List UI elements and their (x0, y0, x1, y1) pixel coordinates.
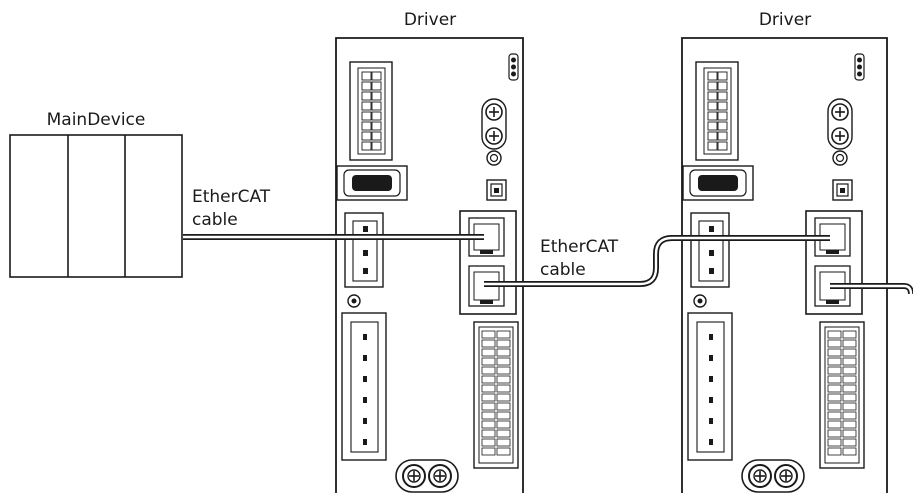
cable-2-label-line1: EtherCAT (540, 237, 619, 257)
driver-2-label: Driver (759, 10, 811, 30)
driver-2: Driver (681, 10, 888, 493)
driver-1-top-connector (349, 61, 393, 161)
ethercat-cable-3 (830, 283, 913, 295)
driver-1-power-connector (341, 312, 387, 461)
driver-2-power-connector (687, 312, 733, 461)
driver-2-rotary-switches (827, 98, 853, 166)
driver-2-ground-screw (693, 294, 707, 308)
driver-2-usb-port (832, 179, 853, 201)
driver-2-status-leds (854, 53, 865, 81)
main-device: MainDevice (9, 110, 183, 278)
driver-2-encoder-connector (682, 165, 754, 201)
main-device-label: MainDevice (47, 110, 146, 130)
driver-1-bottom-screws (395, 459, 459, 493)
driver-1-label: Driver (404, 10, 456, 30)
cable-1-label-line2: cable (192, 210, 238, 230)
driver-1-rotary-switches (481, 98, 507, 166)
driver-1-terminal-block (473, 321, 519, 469)
driver-2-bottom-screws (741, 459, 805, 493)
driver-2-io-connector-small (690, 212, 730, 288)
driver-2-top-connector (695, 61, 739, 161)
driver-2-terminal-block (819, 321, 865, 469)
ethercat-cable-2 (484, 235, 830, 287)
cable-2-label-line2: cable (540, 260, 586, 280)
cable-1-label-line1: EtherCAT (192, 187, 271, 207)
driver-1-usb-port (486, 179, 507, 201)
driver-1-status-leds (508, 53, 519, 81)
driver-1: Driver (335, 10, 524, 493)
driver-1-io-connector-small (344, 212, 384, 288)
driver-1-encoder-connector (336, 165, 408, 201)
driver-1-ground-screw (347, 294, 361, 308)
